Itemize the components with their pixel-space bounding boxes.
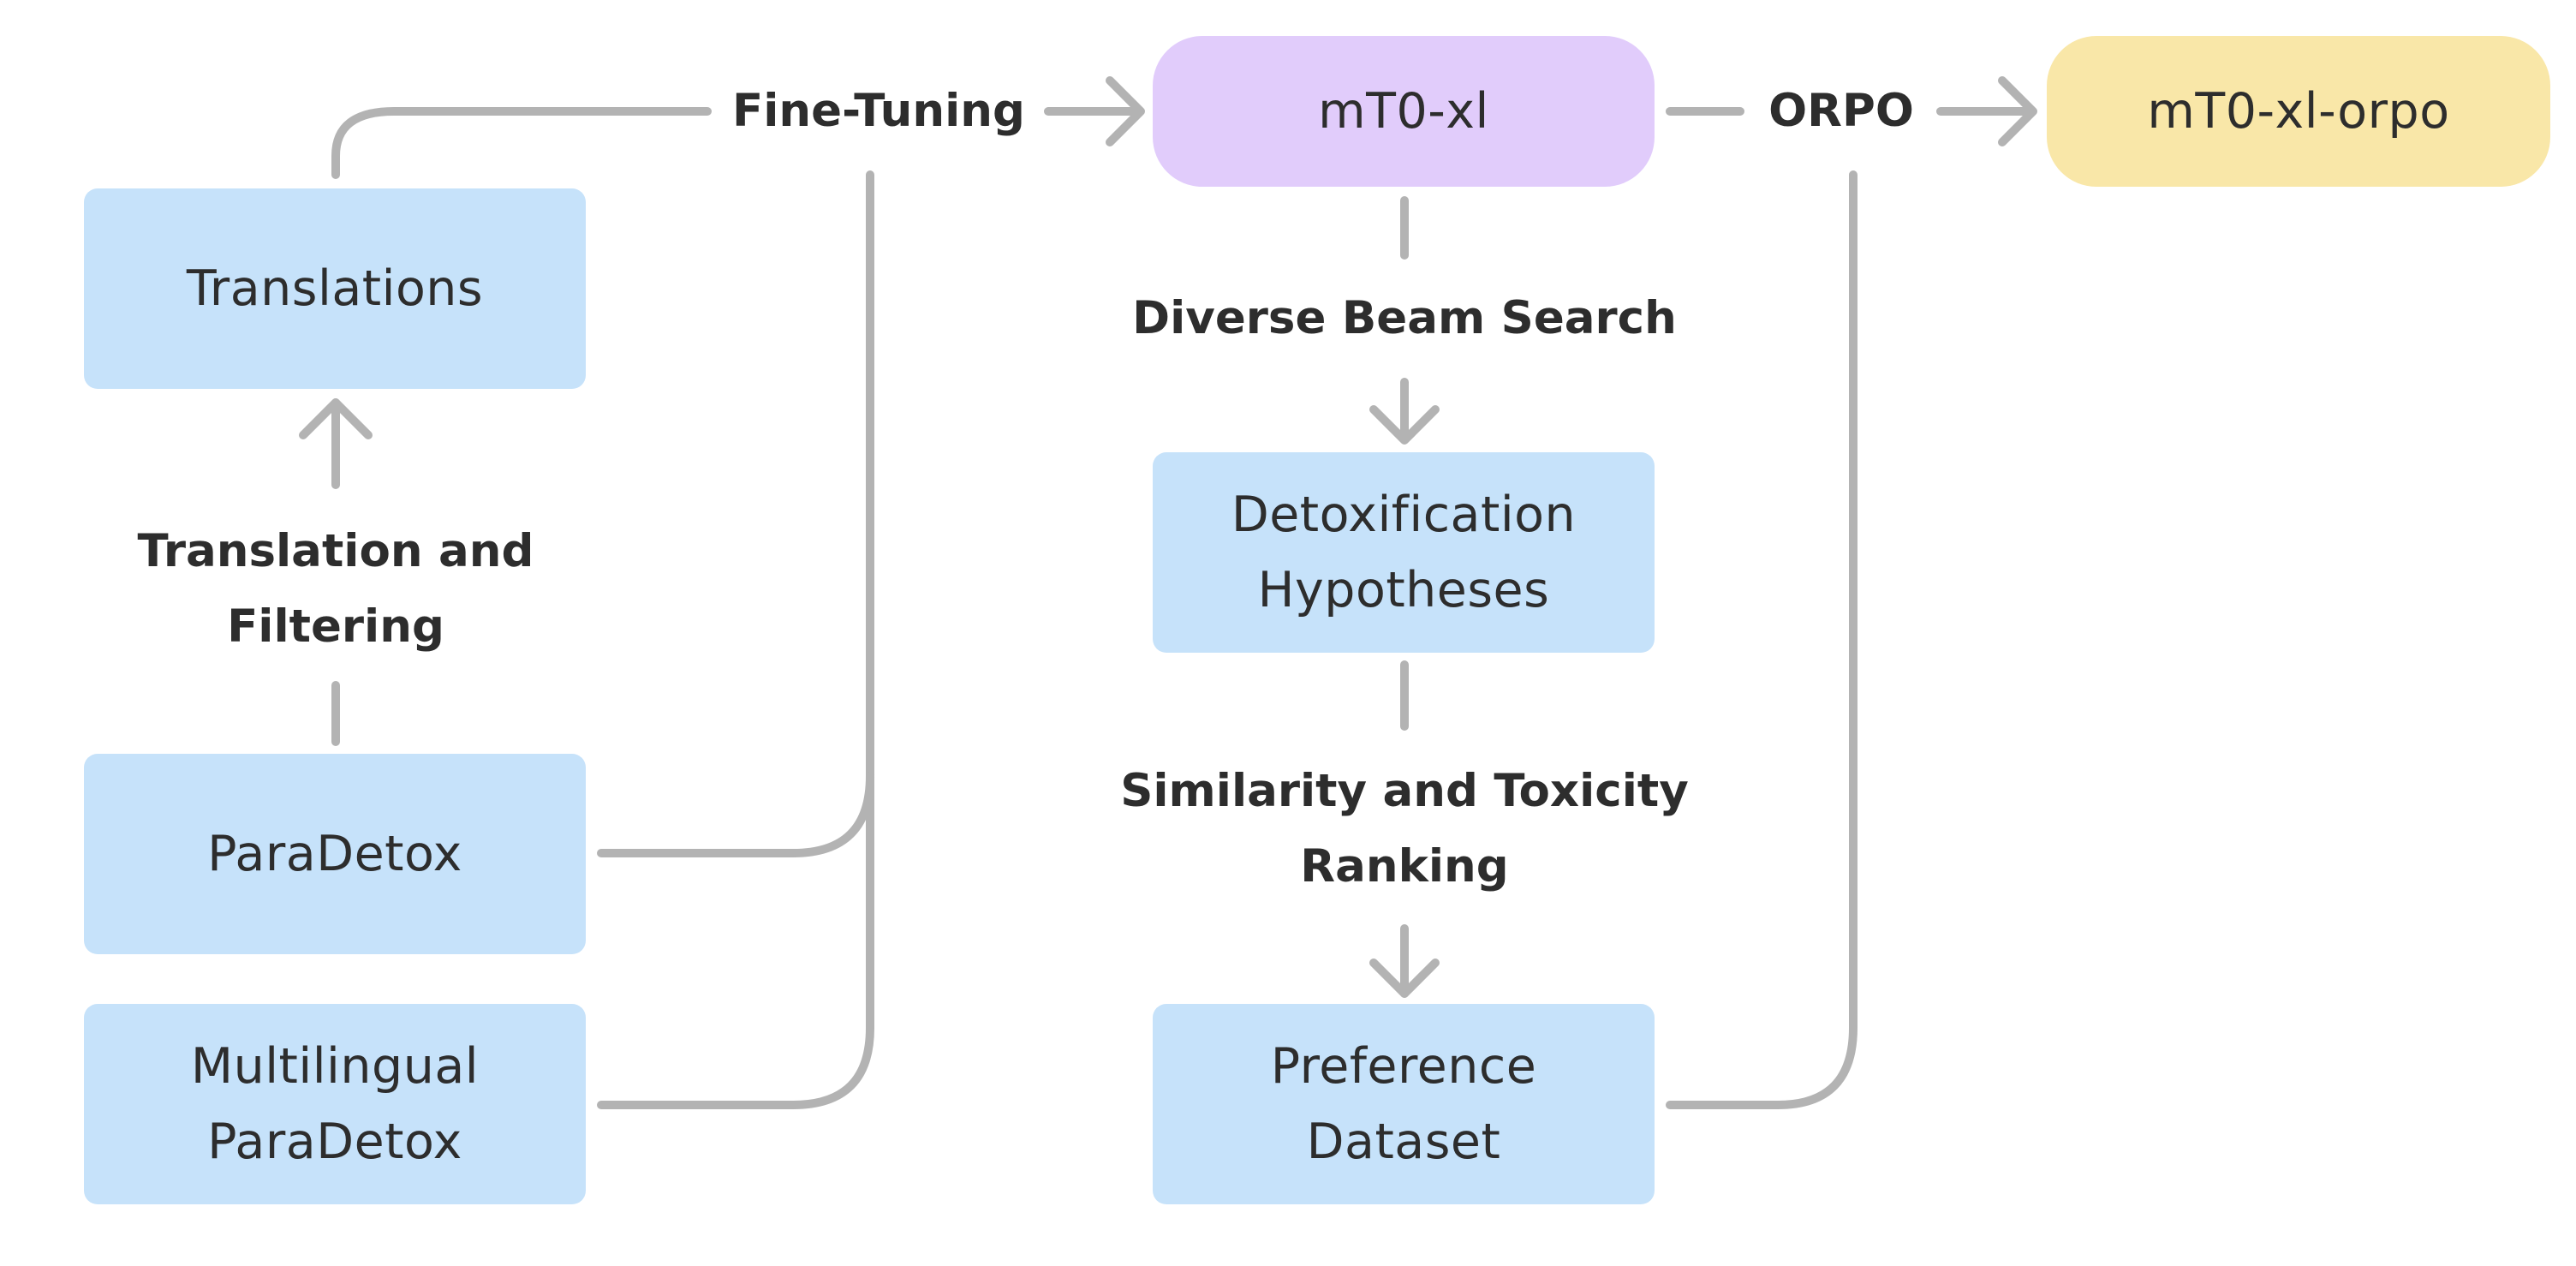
arrowhead-up-translations <box>299 398 373 439</box>
connector-paradetox-to-trunk <box>597 772 874 857</box>
node-preference-dataset-line-1: Preference <box>1270 1038 1537 1095</box>
node-paradetox-line-1: ParaDetox <box>207 826 462 882</box>
label-translation-and-filtering-line-2: Filtering <box>227 600 444 653</box>
arrowhead-down-preference <box>1369 958 1440 998</box>
node-mt0-xl-orpo: mT0-xl-orpo <box>2047 36 2550 187</box>
node-preference-dataset: Preference Dataset <box>1153 1004 1655 1204</box>
label-translation-and-filtering-line-1: Translation and <box>137 525 534 577</box>
label-diverse-beam-search: Diverse Beam Search <box>1113 281 1696 356</box>
label-diverse-beam-search-line-1: Diverse Beam Search <box>1132 292 1677 344</box>
connector-finetuning-trunk <box>597 170 874 1109</box>
node-mt0-xl-orpo-line-1: mT0-xl-orpo <box>2147 83 2450 140</box>
node-mt0-xl-line-1: mT0-xl <box>1318 83 1489 140</box>
node-translations-line-1: Translations <box>186 260 484 317</box>
node-detoxification-hypotheses-line-1: Detoxification <box>1231 487 1577 543</box>
node-preference-dataset-line-2: Dataset <box>1306 1114 1501 1170</box>
node-detoxification-hypotheses-line-2: Hypotheses <box>1257 562 1550 618</box>
connector-preference-to-orpo <box>1666 170 1857 1109</box>
label-translation-and-filtering: Translation and Filtering <box>96 509 575 670</box>
label-fine-tuning-line-1: Fine-Tuning <box>732 85 1025 137</box>
node-detoxification-hypotheses: Detoxification Hypotheses <box>1153 452 1655 653</box>
node-translations: Translations <box>84 188 586 389</box>
label-orpo-line-1: ORPO <box>1768 85 1914 137</box>
arrowhead-right-mt0xlorpo <box>1998 76 2037 146</box>
label-fine-tuning: Fine-Tuning <box>716 74 1041 149</box>
node-multilingual-paradetox-line-2: ParaDetox <box>207 1114 462 1170</box>
arrowhead-down-hypotheses <box>1369 405 1440 445</box>
label-orpo: ORPO <box>1747 74 1935 149</box>
label-similarity-and-toxicity-ranking-line-1: Similarity and Toxicity <box>1120 765 1689 817</box>
node-multilingual-paradetox-line-1: Multilingual <box>190 1038 480 1095</box>
node-multilingual-paradetox: Multilingual ParaDetox <box>84 1004 586 1204</box>
node-mt0-xl: mT0-xl <box>1153 36 1655 187</box>
label-similarity-and-toxicity-ranking: Similarity and Toxicity Ranking <box>1096 749 1713 910</box>
label-similarity-and-toxicity-ranking-line-2: Ranking <box>1300 840 1509 893</box>
arrowhead-right-mt0xl <box>1106 76 1145 146</box>
node-paradetox: ParaDetox <box>84 754 586 954</box>
connector-translations-to-finetuning <box>331 107 712 179</box>
